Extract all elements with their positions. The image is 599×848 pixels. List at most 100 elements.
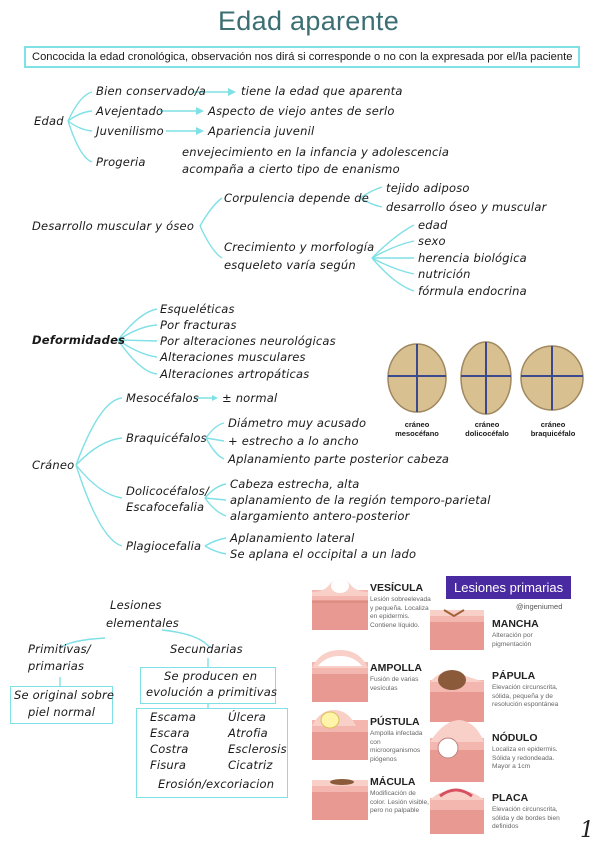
lesiones-sec-item: Erosión/excoriacion [158, 777, 275, 791]
edad-desc-avejentado: Aspecto de viejo antes de serlo [208, 104, 395, 118]
lesiones-primarias-card: Lesiones primarias @ingeniumed [304, 570, 586, 838]
lesion-macula-desc: Modificación de color. Lesión visible, p… [370, 790, 430, 814]
lesion-pustula-title: PÚSTULA [370, 716, 420, 728]
lesion-vesicula-desc: Lesión sobreelevada y pequeña. Localiza … [370, 596, 431, 629]
lesion-mancha-desc: Alteración por pigmentación [492, 632, 533, 648]
lesion-pustula-desc: Ampolla infectada con microorganismos pi… [370, 730, 423, 763]
edad-item-juvenilismo: Juvenilismo [96, 124, 164, 138]
ingeniumed-handle: @ingeniumed [516, 602, 563, 611]
lesiones-sec-list-box [136, 708, 288, 798]
lesion-macula-title: MÁCULA [370, 776, 416, 788]
crecimiento-item-edad: edad [418, 218, 448, 232]
craneo-braqui-item: Diámetro muy acusado [228, 416, 367, 430]
corpulencia-label: Corpulencia depende de [224, 191, 370, 205]
lesiones-sec-box [140, 667, 276, 704]
edad-item-bien-conservado: Bien conservado/a [96, 84, 207, 98]
lesiones-prim-desc-1: Se original sobre [14, 688, 115, 702]
deformidades-item: Alteraciones musculares [160, 350, 306, 364]
crecimiento-item-formula: fórmula endocrina [418, 284, 527, 298]
crecimiento-label-2: esqueleto varía según [224, 258, 356, 272]
lesion-ampolla-title: AMPOLLA [370, 662, 422, 674]
lesion-placa-title: PLACA [492, 792, 529, 804]
mancha-icon [430, 609, 484, 650]
edad-item-progeria: Progeria [96, 155, 146, 169]
lesion-papula-title: PÁPULA [492, 670, 536, 682]
craneo-plagio-item: Aplanamiento lateral [230, 531, 355, 545]
corpulencia-item-tejido: tejido adiposo [386, 181, 470, 195]
pustula-icon [312, 710, 368, 760]
edad-desc-progeria-1: envejecimiento en la infancia y adolesce… [182, 145, 450, 159]
edad-root: Edad [34, 114, 64, 128]
skull-images [387, 341, 584, 415]
corpulencia-item-desarrollo: desarrollo óseo y muscular [386, 200, 547, 214]
craneo-root: Cráneo [32, 458, 75, 472]
craneo-braqui: Braquicéfalos [126, 431, 207, 445]
craneo-dolico-item: aplanamiento de la región temporo-pariet… [230, 493, 491, 507]
deformidades-item: Por fracturas [160, 318, 237, 332]
lesiones-prim-1: Primitivas/ [28, 642, 91, 656]
lesion-vesicula-title: VESÍCULA [370, 582, 424, 594]
craneo-meso: Mesocéfalos [126, 391, 199, 405]
lesiones-prim-box [10, 686, 113, 724]
lesiones-root-1: Lesiones [110, 598, 162, 612]
craneo-dolico-item: alargamiento antero-posterior [230, 509, 410, 523]
subtitle-box: Concocida la edad cronológica, observaci… [24, 46, 581, 68]
lesiones-primarias-badge: Lesiones primarias [446, 576, 572, 599]
lesiones-sec-item: Costra [150, 742, 189, 756]
placa-icon [430, 788, 484, 834]
deformidades-root: Deformidades [32, 333, 126, 347]
lesion-ampolla-desc: Fusión de varias vesículas [370, 676, 419, 692]
lesion-nodulo-title: NÓDULO [492, 732, 538, 744]
craneo-dolico-1: Dolicocéfalos/ [126, 484, 210, 498]
lesiones-sec-item: Fisura [150, 758, 187, 772]
lesiones-sec: Secundarias [170, 642, 243, 656]
macula-icon [312, 779, 368, 820]
edad-desc-juvenilismo: Apariencia juvenil [208, 124, 315, 138]
craneo-dolico-2: Escafocefalia [126, 500, 205, 514]
crecimiento-item-sexo: sexo [418, 234, 446, 248]
lesion-mancha-title: MANCHA [492, 618, 539, 630]
skin-illustrations [312, 579, 484, 834]
lesiones-sec-item: Atrofia [228, 726, 268, 740]
lesiones-sec-item: Escara [150, 726, 190, 740]
lesiones-prim-2: primarias [28, 659, 85, 673]
lesiones-sec-item: Esclerosis [228, 742, 287, 756]
craneo-dolico-item: Cabeza estrecha, alta [230, 477, 360, 491]
lesiones-prim-desc-2: piel normal [28, 705, 96, 719]
ampolla-icon [312, 650, 368, 702]
vesicula-icon [312, 579, 368, 630]
lesiones-sec-item: Úlcera [228, 710, 266, 724]
deformidades-item: Esqueléticas [160, 302, 235, 316]
lesion-placa-desc: Elevación circunscrita, sólida y de bord… [492, 806, 560, 830]
lesion-papula-desc: Elevación circunscrita, sólida, pequeña … [492, 684, 559, 708]
lesiones-root-2: elementales [106, 616, 179, 630]
papula-icon [430, 670, 484, 722]
deformidades-item: Alteraciones artropáticas [160, 367, 310, 381]
crecimiento-item-herencia: herencia biológica [418, 251, 527, 265]
edad-item-avejentado: Avejentado [96, 104, 164, 118]
craneo-braqui-item: Aplanamiento parte posterior cabeza [228, 452, 450, 466]
nodulo-icon [430, 720, 484, 782]
page-number: 1 [580, 818, 594, 843]
craneo-braqui-item: + estrecho a lo ancho [228, 434, 359, 448]
crecimiento-label-1: Crecimiento y morfología [224, 240, 375, 254]
deformidades-item: Por alteraciones neurológicas [160, 334, 336, 348]
craneo-plagio-item: Se aplana el occipital a un lado [230, 547, 417, 561]
edad-desc-progeria-2: acompaña a cierto tipo de enanismo [182, 162, 400, 176]
crecimiento-item-nutricion: nutrición [418, 267, 471, 281]
lesion-nodulo-desc: Localiza en epidermis. Sólida y redondea… [492, 746, 558, 770]
lesiones-sec-desc-1: Se producen en [164, 669, 258, 683]
page-title: Edad aparente [218, 6, 400, 36]
lesiones-sec-desc-2: evolución a primitivas [146, 685, 278, 699]
edad-desc-bien-conservado: tiene la edad que aparenta [241, 84, 403, 98]
craneo-plagio: Plagiocefalia [126, 539, 202, 553]
lesiones-sec-item: Escama [150, 710, 197, 724]
desarrollo-root: Desarrollo muscular y óseo [32, 219, 195, 233]
craneo-meso-desc: ± normal [222, 391, 278, 405]
lesiones-sec-item: Cicatriz [228, 758, 273, 772]
